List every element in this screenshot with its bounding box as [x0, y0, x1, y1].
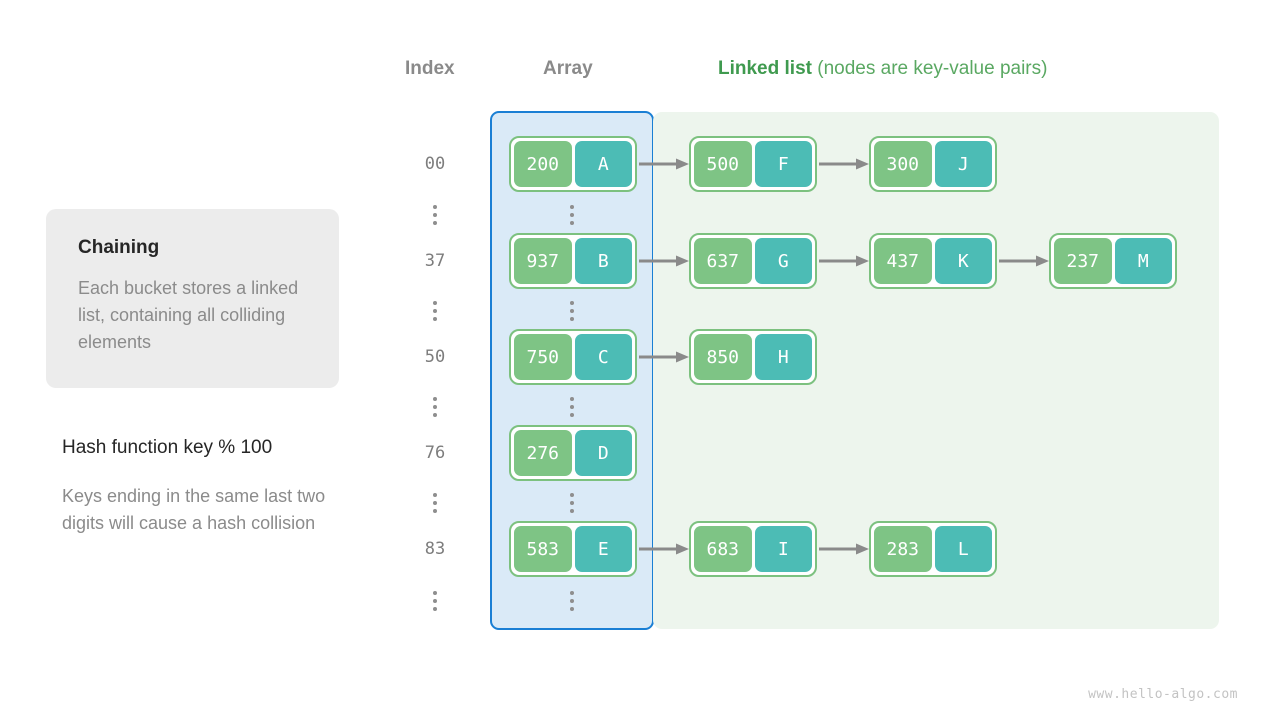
node-value: C	[574, 334, 632, 380]
index-label: 83	[424, 539, 446, 559]
index-label: 00	[424, 154, 446, 174]
header-index: Index	[405, 58, 455, 79]
vertical-ellipsis-icon	[428, 205, 442, 225]
node-value: H	[754, 334, 812, 380]
vertical-ellipsis-icon	[565, 397, 579, 417]
index-label: 37	[424, 251, 446, 271]
node-key: 683	[694, 526, 752, 572]
node-key: 500	[694, 141, 752, 187]
node-key: 283	[874, 526, 932, 572]
node-value: K	[934, 238, 992, 284]
header-linked-list-note: (nodes are key-value pairs)	[811, 58, 1048, 79]
node-value: F	[754, 141, 812, 187]
chaining-card-body: Each bucket stores a linked list, contai…	[78, 278, 299, 352]
chaining-card-title: Chaining	[78, 237, 160, 258]
node-key: 300	[874, 141, 932, 187]
node-value: L	[934, 526, 992, 572]
header-array: Array	[543, 58, 593, 79]
header-linked-list: Linked list (nodes are key-value pairs)	[718, 58, 1047, 80]
node-key: 437	[874, 238, 932, 284]
node-value: J	[934, 141, 992, 187]
hash-function-body: Keys ending in the same last two digits …	[62, 486, 326, 533]
vertical-ellipsis-icon	[428, 591, 442, 611]
header-linked-list-title: Linked list	[718, 58, 812, 79]
node-key: 750	[514, 334, 572, 380]
node-value: E	[574, 526, 632, 572]
node-value: G	[754, 238, 812, 284]
node-value: D	[574, 430, 632, 476]
vertical-ellipsis-icon	[428, 493, 442, 513]
node-key: 937	[514, 238, 572, 284]
vertical-ellipsis-icon	[565, 591, 579, 611]
node-key: 583	[514, 526, 572, 572]
node-key: 637	[694, 238, 752, 284]
vertical-ellipsis-icon	[428, 397, 442, 417]
index-label: 50	[424, 347, 446, 367]
watermark: www.hello-algo.com	[1088, 687, 1238, 702]
node-key: 850	[694, 334, 752, 380]
index-label: 76	[424, 443, 446, 463]
node-key: 200	[514, 141, 572, 187]
node-value: A	[574, 141, 632, 187]
vertical-ellipsis-icon	[565, 301, 579, 321]
node-value: M	[1114, 238, 1172, 284]
node-value: I	[754, 526, 812, 572]
hash-function-title: Hash function key % 100	[62, 437, 273, 458]
chaining-info-card: Chaining Each bucket stores a linked lis…	[46, 209, 339, 388]
node-key: 237	[1054, 238, 1112, 284]
node-key: 276	[514, 430, 572, 476]
vertical-ellipsis-icon	[428, 301, 442, 321]
vertical-ellipsis-icon	[565, 205, 579, 225]
node-value: B	[574, 238, 632, 284]
vertical-ellipsis-icon	[565, 493, 579, 513]
